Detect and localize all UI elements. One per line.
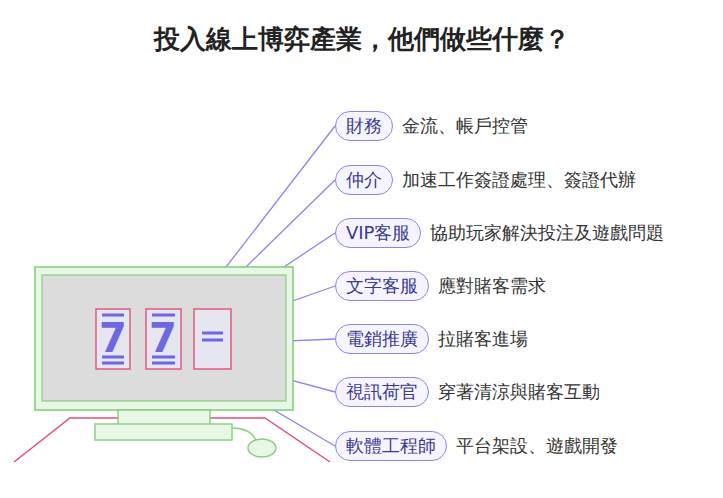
role-description: 拉賭客進場 — [438, 330, 528, 348]
role-pill: 文字客服應對賭客需求 — [335, 271, 429, 301]
role-pill: 仲介加速工作簽證處理、簽證代辦 — [335, 165, 393, 195]
screen — [42, 275, 286, 401]
role-pill: 軟體工程師平台架設、遊戲開發 — [335, 431, 447, 461]
role-pill: 視訊荷官穿著清涼與賭客互動 — [335, 377, 429, 407]
role-description: 穿著清涼與賭客互動 — [438, 383, 600, 401]
role-name: VIP客服 — [346, 224, 410, 242]
reel-symbol: 7 — [96, 318, 130, 358]
role-name: 財務 — [346, 117, 382, 135]
monitor — [35, 267, 293, 410]
role-pill: 財務金流、帳戶控管 — [335, 111, 393, 141]
role-name: 電銷推廣 — [346, 330, 418, 348]
role-description: 應對賭客需求 — [438, 277, 546, 295]
role-description: 加速工作簽證處理、簽證代辦 — [402, 171, 636, 189]
role-description: 金流、帳戶控管 — [402, 117, 528, 135]
keyboard — [95, 424, 232, 440]
reel — [96, 309, 130, 369]
desk — [14, 418, 330, 462]
role-name: 仲介 — [346, 171, 382, 189]
reel-symbol: 7 — [146, 318, 180, 358]
role-pill: 電銷推廣拉賭客進場 — [335, 324, 429, 354]
reel — [146, 309, 181, 369]
role-description: 平台架設、遊戲開發 — [456, 437, 618, 455]
role-description: 協助玩家解決投注及遊戲問題 — [430, 224, 664, 242]
role-name: 視訊荷官 — [346, 383, 418, 401]
reel — [194, 309, 231, 369]
role-name: 軟體工程師 — [346, 437, 436, 455]
mouse — [248, 439, 276, 457]
mouse-cable — [232, 428, 256, 440]
role-pill: VIP客服協助玩家解決投注及遊戲問題 — [335, 218, 421, 248]
role-name: 文字客服 — [346, 277, 418, 295]
title: 投入線上博弈產業，他們做些什麼？ — [0, 22, 723, 57]
